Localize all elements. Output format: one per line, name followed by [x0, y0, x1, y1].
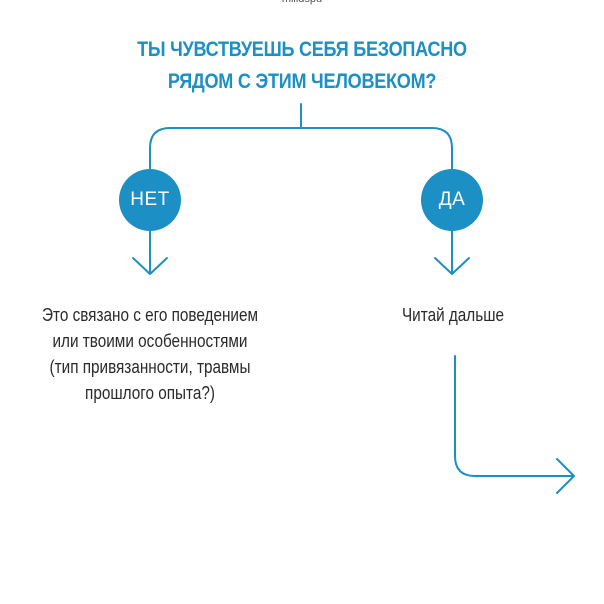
continue-arrow-head — [556, 458, 575, 494]
yes-circle: ДА — [421, 169, 483, 231]
split-line — [149, 127, 453, 171]
no-explanation-line: прошлого опыта?) — [85, 383, 215, 403]
yes-arrow-head — [434, 257, 470, 275]
question-title: ТЫ ЧУВСТВУЕШЬ СЕБЯ БЕЗОПАСНО РЯДОМ С ЭТИ… — [42, 34, 561, 98]
yes-explanation: Читай дальше — [372, 302, 534, 328]
question-title-line-2: РЯДОМ С ЭТИМ ЧЕЛОВЕКОМ? — [167, 70, 437, 93]
yes-explanation-line: Читай дальше — [401, 305, 504, 325]
no-arrow-head — [132, 257, 168, 275]
no-explanation-line: Это связано с его поведением — [41, 305, 259, 325]
continue-line — [454, 355, 574, 477]
no-circle: НЕТ — [119, 169, 181, 231]
watermark: milidspu — [0, 0, 604, 5]
no-explanation: Это связано с его поведением или твоими … — [23, 302, 278, 406]
question-title-line-1: ТЫ ЧУВСТВУЕШЬ СЕБЯ БЕЗОПАСНО — [137, 38, 467, 61]
no-explanation-line: или твоими особенностями — [52, 331, 248, 351]
no-explanation-line: (тип привязанности, травмы — [49, 357, 251, 377]
